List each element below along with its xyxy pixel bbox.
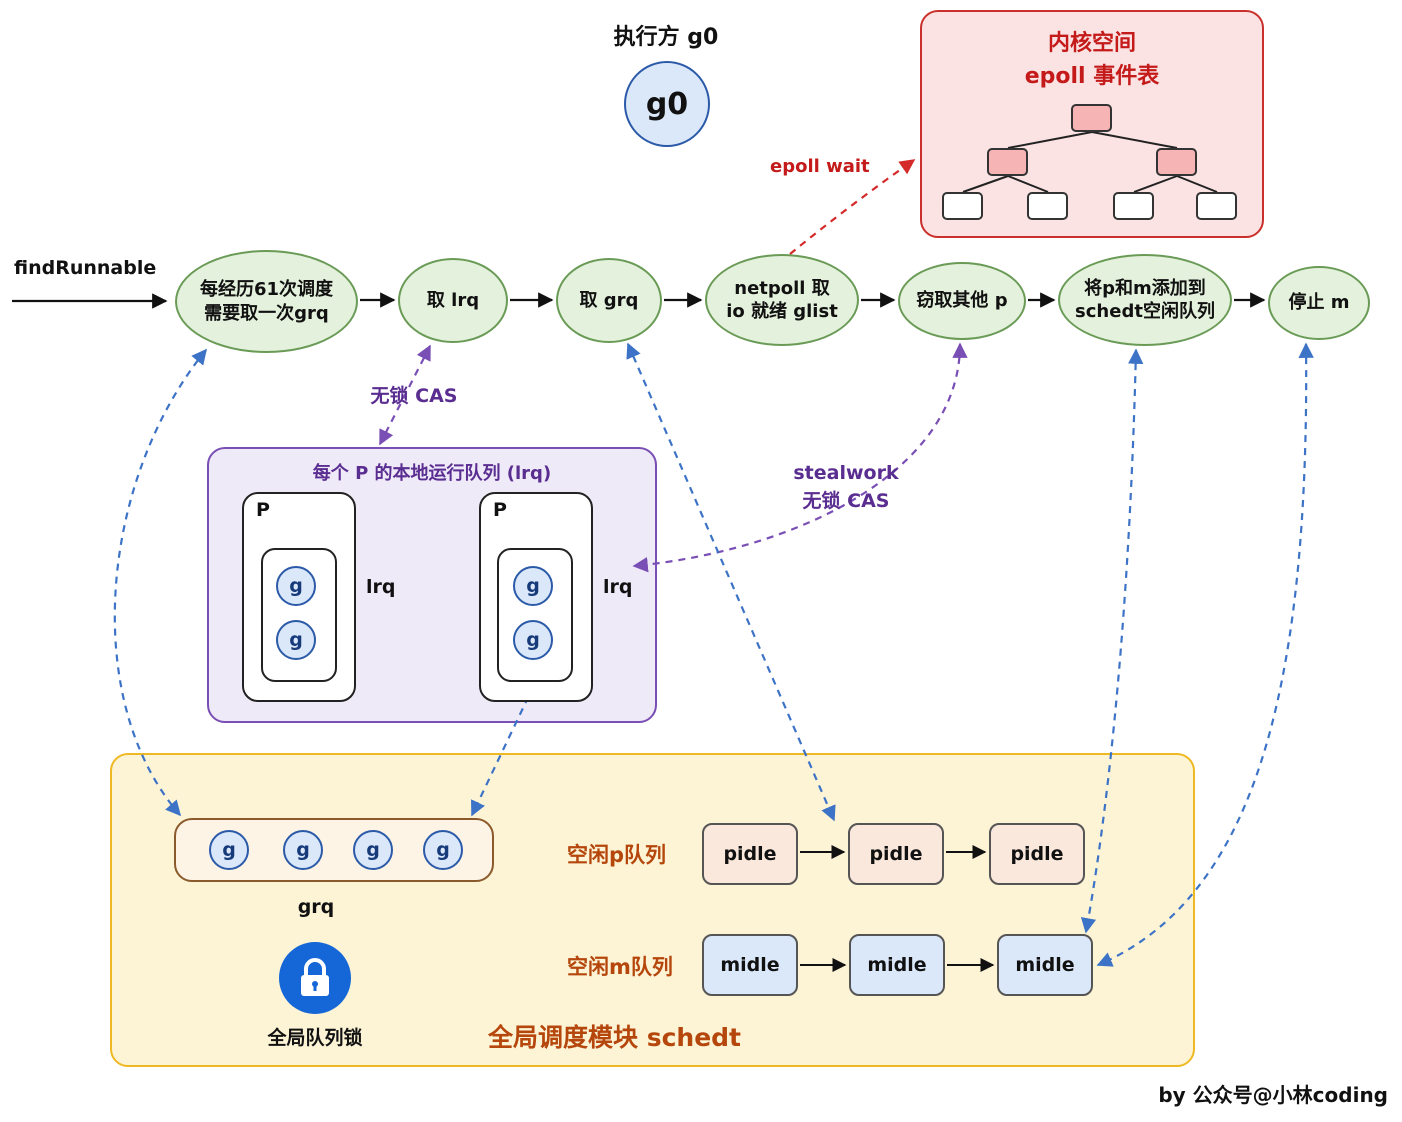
flow-step-stop-m: 停止 m [1268,266,1370,340]
goroutine-node: g [513,620,553,660]
lock-icon [279,942,351,1014]
processor-label: P [256,499,270,521]
midle-node: midle [849,934,945,996]
epoll-tree-node [1156,148,1197,176]
lock-label: 全局队列锁 [267,1026,363,1049]
flow-step-take-grq: 取 grq [556,258,662,343]
flow-step-netpoll: netpoll 取 io 就绪 glist [705,254,859,346]
idle-m-queue-label: 空闲m队列 [567,955,673,979]
goroutine-node: g [283,830,323,870]
cas-label: 无锁 CAS [370,384,458,407]
executor-label: 执行方 g0 [613,25,719,50]
grq-label: grq [297,896,335,918]
schedt-title: 全局调度模块 schedt [488,1023,742,1052]
flow-step-steal: 窃取其他 p [898,262,1026,340]
midle-node: midle [997,934,1093,996]
goroutine-node: g [209,830,249,870]
g0-node: g0 [624,61,710,147]
flow-step-61-check: 每经历61次调度 需要取一次grq [175,250,358,353]
kernel-title: 内核空间 epoll 事件表 [1024,31,1160,89]
pidle-node: pidle [848,823,944,885]
epoll-tree-node [987,148,1028,176]
epoll-tree-leaf [1113,192,1154,220]
epoll-tree-leaf [942,192,983,220]
lock-glyph [301,958,329,996]
lrq-label: lrq [603,576,633,598]
goroutine-node: g [276,620,316,660]
goroutine-node: g [423,830,463,870]
goroutine-node: g [353,830,393,870]
epoll-tree-leaf [1196,192,1237,220]
goroutine-node: g [513,566,553,606]
pidle-node: pidle [989,823,1085,885]
epoll-tree-leaf [1027,192,1068,220]
midle-node: midle [702,934,798,996]
pidle-node: pidle [702,823,798,885]
idle-p-queue-label: 空闲p队列 [567,843,667,867]
lrq-zone-title: 每个 P 的本地运行队列 (lrq) [312,463,552,484]
processor-label: P [493,499,507,521]
footer-credit: by 公众号@小林coding [1158,1083,1388,1107]
epoll-wait-label: epoll wait [770,156,870,177]
flow-step-take-lrq: 取 lrq [398,258,508,343]
lrq-label: lrq [366,576,396,598]
goroutine-node: g [276,566,316,606]
flow-step-add-idle: 将p和m添加到 schedt空闲队列 [1058,254,1232,346]
stealwork-label: stealwork 无锁 CAS [793,462,899,512]
epoll-tree-root [1071,104,1112,132]
entry-label: findRunnable [14,257,157,279]
